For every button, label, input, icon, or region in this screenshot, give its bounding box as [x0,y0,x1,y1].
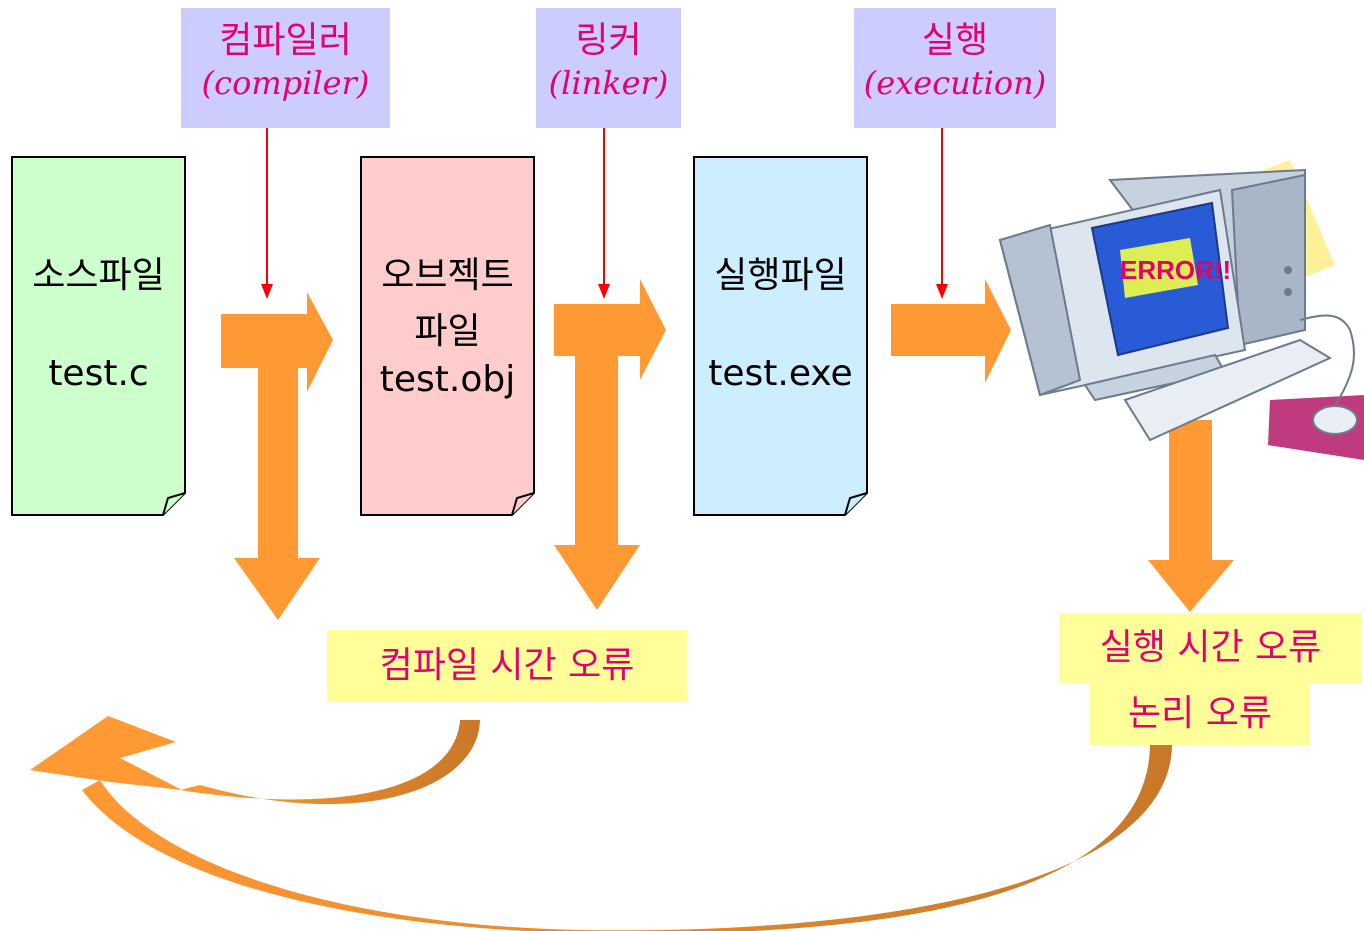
compile-step-arrow [221,292,333,392]
object-file-name-line2: 파일 [414,311,481,352]
source-file-label: 소스파일 test.c [12,258,185,392]
executable-file-filename: test.exe [708,353,853,394]
computer-icon: ERROR!! [998,160,1364,460]
compile-time-error-box: 컴파일 시간 오류 [327,630,687,702]
compiler-label-en: (compiler) [201,64,370,102]
executable-file-label: 실행파일 test.exe [694,258,867,392]
source-file-filename: test.c [48,353,149,394]
compiler-label: 컴파일러 (compiler) [181,8,390,128]
executable-file-name: 실행파일 [714,255,847,296]
compile-error-feedback-arrow [180,720,480,805]
logic-error-box: 논리 오류 [1090,683,1310,745]
linker-label-kr: 링커 [575,20,642,61]
compile-time-error-text: 컴파일 시간 오류 [379,645,635,686]
feedback-arrowhead [30,716,182,790]
compiler-pointer [261,128,273,299]
execution-label-en: (execution) [863,64,1047,102]
execute-step-arrow [891,279,1011,383]
object-file-filename: test.obj [379,359,516,400]
logic-error-text: 논리 오류 [1128,693,1272,734]
link-step-arrow [554,279,666,380]
execution-pointer [936,128,948,299]
computer-screen-text: ERROR!! [1120,255,1231,285]
runtime-error-box: 실행 시간 오류 [1059,613,1362,683]
compiler-label-kr: 컴파일러 [219,20,352,61]
execution-label: 실행 (execution) [854,8,1056,128]
linker-label-en: (linker) [548,64,669,102]
runtime-error-down-arrow [1148,420,1234,612]
source-file-name: 소스파일 [32,255,165,296]
execution-label-kr: 실행 [921,20,989,61]
runtime-error-text: 실행 시간 오류 [1099,627,1322,668]
runtime-error-feedback-arrow [82,745,1172,931]
object-file-label: 오브젝트 파일 test.obj [361,258,534,398]
compile-error-down-arrow [234,368,320,620]
linker-label: 링커 (linker) [536,8,681,128]
object-file-name-line1: 오브젝트 [381,255,514,296]
linker-pointer [598,128,610,299]
link-error-down-arrow [554,356,640,610]
